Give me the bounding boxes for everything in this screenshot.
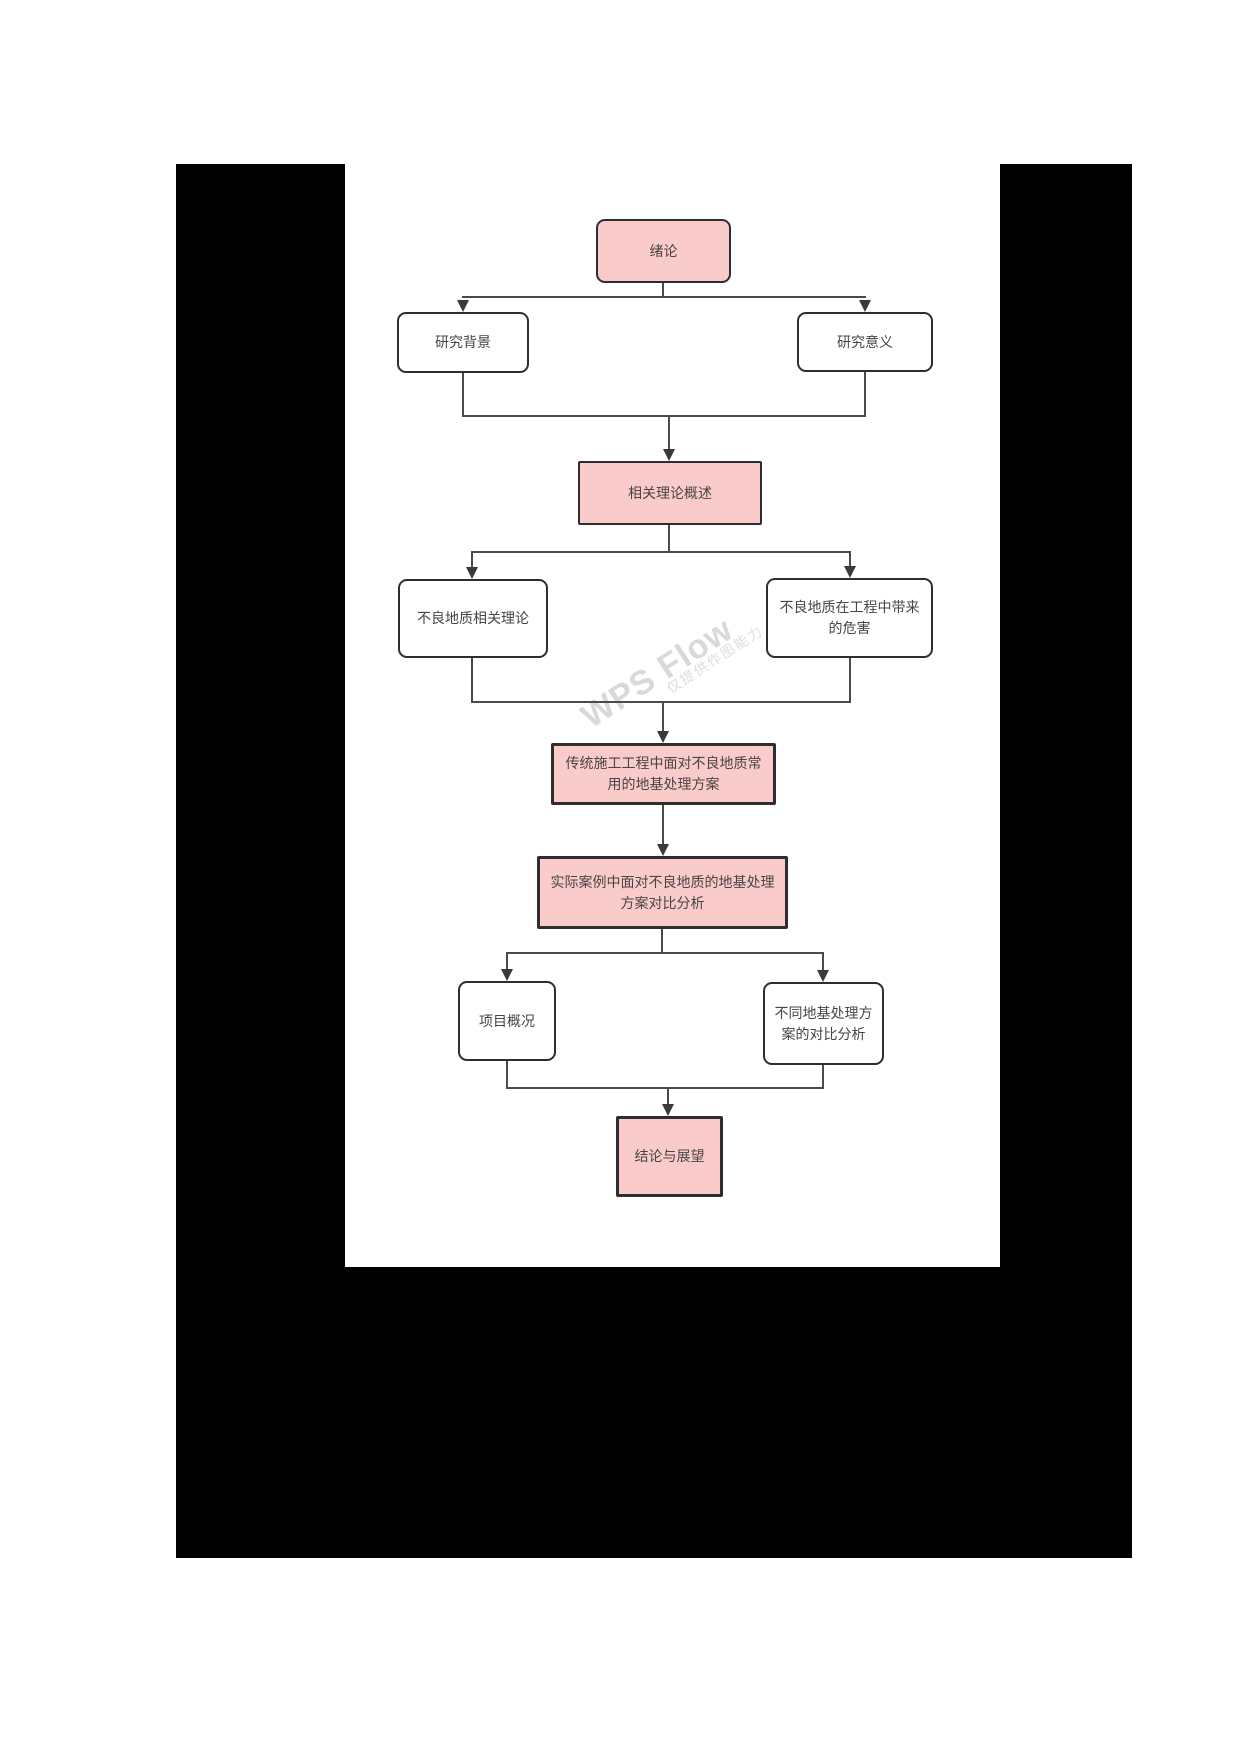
node-label: 实际案例中面对不良地质的地基处理方案对比分析	[550, 873, 775, 911]
node-research-significance: 研究意义	[797, 312, 933, 372]
connector	[661, 929, 663, 954]
node-label: 研究背景	[435, 334, 491, 350]
connector	[668, 415, 670, 451]
arrowhead	[457, 300, 469, 312]
connector	[822, 952, 824, 971]
node-traditional-treatment-schemes: 传统施工工程中面对不良地质常用的地基处理方案	[551, 743, 776, 805]
node-label: 项目概况	[479, 1012, 535, 1029]
arrowhead	[817, 970, 829, 982]
connector	[462, 296, 866, 298]
node-label: 绪论	[649, 242, 678, 259]
connector	[506, 1087, 824, 1089]
arrowhead	[859, 300, 871, 312]
node-label: 不同地基处理方案的对比分析	[774, 1004, 873, 1042]
node-label: 研究意义	[837, 333, 893, 350]
connector	[662, 701, 664, 732]
arrowhead	[466, 567, 478, 579]
node-label: 传统施工工程中面对不良地质常用的地基处理方案	[565, 755, 762, 792]
connector	[506, 952, 508, 970]
connector	[668, 525, 670, 553]
connector	[462, 415, 866, 417]
node-label: 不良地质相关理论	[417, 610, 529, 626]
connector	[662, 283, 664, 298]
connector	[864, 372, 866, 417]
arrowhead	[663, 449, 675, 461]
node-adverse-geology-hazards: 不良地质在工程中带来的危害	[766, 578, 933, 658]
connector	[662, 805, 664, 845]
node-project-overview: 项目概况	[458, 981, 556, 1061]
node-scheme-comparison: 不同地基处理方案的对比分析	[763, 982, 884, 1065]
arrowhead	[501, 969, 513, 981]
node-conclusion-outlook: 结论与展望	[616, 1116, 723, 1197]
node-label: 结论与展望	[634, 1148, 705, 1164]
connector	[506, 1061, 508, 1089]
node-adverse-geology-theories: 不良地质相关理论	[398, 579, 548, 658]
node-intro: 绪论	[596, 219, 731, 283]
connector	[471, 701, 851, 703]
node-label: 不良地质在工程中带来的危害	[779, 599, 920, 636]
connector	[471, 551, 851, 553]
node-theory-overview: 相关理论概述	[578, 461, 762, 525]
node-research-background: 研究背景	[397, 312, 529, 373]
connector	[849, 551, 851, 567]
arrowhead	[662, 1104, 674, 1116]
arrowhead	[657, 844, 669, 856]
node-label: 相关理论概述	[628, 484, 712, 501]
connector	[667, 1087, 669, 1105]
connector	[471, 658, 473, 703]
connector	[462, 373, 464, 417]
connector	[849, 658, 851, 703]
connector	[471, 551, 473, 567]
watermark-brand: WPS Flow	[574, 610, 740, 736]
connector	[822, 1065, 824, 1089]
arrowhead	[657, 731, 669, 743]
watermark-note: 仅提供作图能力	[663, 622, 767, 697]
node-case-comparative-analysis: 实际案例中面对不良地质的地基处理方案对比分析	[537, 856, 788, 929]
connector	[506, 952, 824, 954]
watermark: WPS Flow 仅提供作图能力	[575, 596, 768, 745]
arrowhead	[844, 566, 856, 578]
